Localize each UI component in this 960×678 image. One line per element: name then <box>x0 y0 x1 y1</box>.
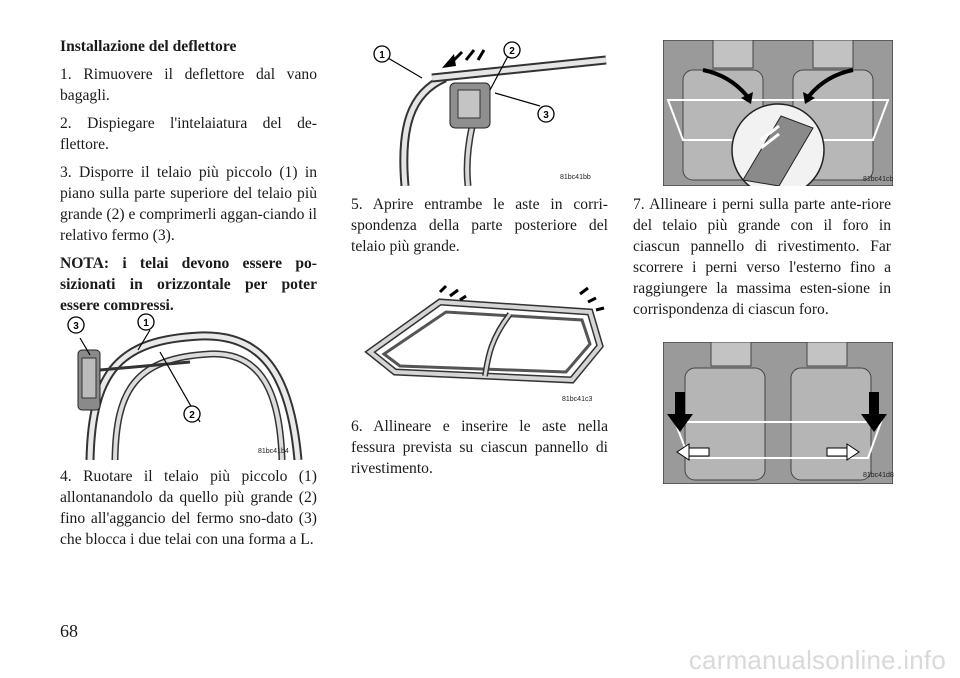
page-number: 68 <box>60 621 78 641</box>
figure-code: 81bc41cb <box>863 176 894 183</box>
watermark: carmanualsonline.info <box>688 645 946 675</box>
callout-1: 1 <box>379 50 385 61</box>
callout-2: 2 <box>189 410 195 421</box>
text-column-2b: 6. Allineare e inserire le aste nella fe… <box>351 416 608 486</box>
step-7: 7. Allineare i perni sulla parte ante-ri… <box>633 196 891 318</box>
figure-code: 81bc41d8 <box>863 472 894 479</box>
text-column-3: 7. Allineare i perni sulla parte ante-ri… <box>633 194 891 327</box>
figure-frame-latch: 3 1 2 81bc41b4 <box>60 310 315 460</box>
figure-frame-open: 81bc41c3 <box>360 280 610 404</box>
step-2: 2. Dispiegare l'intelaiatura del de-flet… <box>60 115 317 153</box>
section-heading: Installazione del deflettore <box>60 38 237 55</box>
callout-3: 3 <box>73 321 79 332</box>
callout-3: 3 <box>543 110 549 121</box>
step-5: 5. Aprire entrambe le aste in corri-spon… <box>351 196 608 255</box>
text-column-1b: 4. Ruotare il telaio più piccolo (1) all… <box>60 466 317 557</box>
text-column-1: Installazione del deflettore 1. Rimuover… <box>60 36 317 323</box>
figure-code: 81bc41c3 <box>562 396 593 403</box>
note: NOTA: i telai devono essere po-sizionati… <box>60 255 317 314</box>
figure-insert-strut: 81bc41cb <box>663 40 893 186</box>
step-6: 6. Allineare e inserire le aste nella fe… <box>351 418 608 477</box>
text-column-2a: 5. Aprire entrambe le aste in corri-spon… <box>351 194 608 264</box>
step-1: 1. Rimuovere il deflettore dal vano baga… <box>60 66 317 104</box>
step-3: 3. Disporre il telaio più piccolo (1) in… <box>60 164 317 244</box>
callout-2: 2 <box>509 46 515 57</box>
step-4: 4. Ruotare il telaio più piccolo (1) all… <box>60 468 317 548</box>
figure-strut-detail: 1 2 3 81bc41bb <box>370 38 608 186</box>
figure-code: 81bc41b4 <box>258 448 289 455</box>
figure-code: 81bc41bb <box>560 174 591 181</box>
figure-slide-pins: 81bc41d8 <box>663 342 894 484</box>
callout-1: 1 <box>143 318 149 329</box>
